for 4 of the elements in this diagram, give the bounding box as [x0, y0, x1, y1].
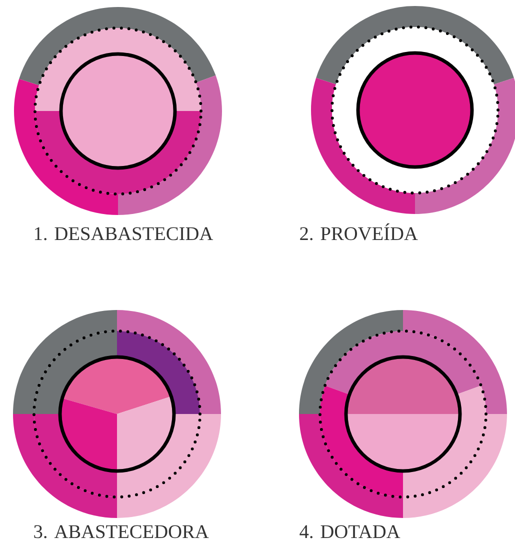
- caption: 1. DESABASTECIDA: [34, 227, 214, 240]
- caption: 2. PROVEÍDA: [300, 223, 418, 240]
- caption: 3. ABASTECEDORA: [34, 525, 209, 538]
- caption: 4. DOTADA: [300, 525, 400, 538]
